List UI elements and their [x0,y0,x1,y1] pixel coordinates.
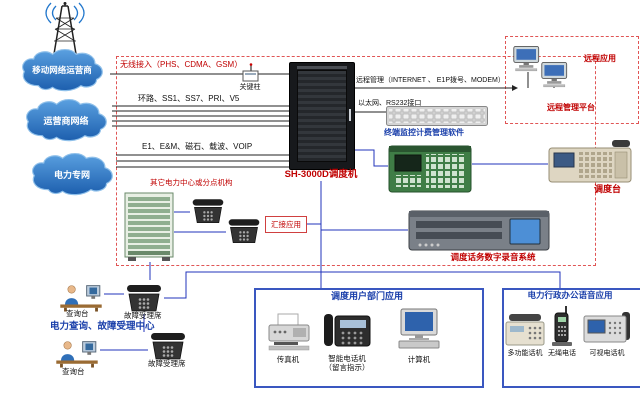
video-phone-label: 可视电话机 [589,350,625,357]
multi-phone-icon [504,312,546,348]
remote-pc-icon-2 [540,60,572,88]
fault-desk-label-1: 故障受理席 [124,311,162,320]
antenna-pole-icon [240,63,260,83]
computer-label: 计算机 [407,355,431,364]
tandem-app-label: 汇接应用 [271,220,301,229]
query-operator-icon-2 [54,336,100,368]
fault-desk-label-2: 故障受理席 [148,359,186,368]
query-desk-label-1: 查询台 [66,309,89,318]
smart-phone-icon [322,310,372,352]
voice-recorder-icon [408,208,550,252]
trunk-lines-label: 环路、SS1、SS7、PRI、V5 [138,94,240,103]
dept-box-title: 调度用户部门应用 [330,291,403,301]
tandem-app-box: 汇接应用 [265,216,307,233]
antenna-pole-label: 关键柱 [239,84,261,91]
fax-label: 传真机 [276,355,300,364]
fault-phone-icon-2 [148,330,188,362]
tandem-phone-icon-2 [226,216,262,246]
multi-phone-label: 多功能话机 [507,350,543,357]
remote-platform-label: 远程管理平台 [547,103,595,112]
remote-app-label: 远程应用 [584,54,616,63]
fault-phone-icon-1 [124,282,164,314]
power-network-label: 电力专网 [53,170,90,180]
remote-boundary [505,36,639,124]
carrier-network-label: 运营商网络 [43,116,89,126]
query-operator-icon-1 [58,280,104,312]
power-trunks-label: E1、E&M、磁石、载波、VOIP [142,142,253,151]
cordless-phone-icon [550,306,574,348]
office-box-title: 电力行政办公语音应用 [527,290,613,300]
mobile-network-label: 移动网络运营商 [32,65,92,75]
switch-label: SH-3000D调度机 [284,169,358,180]
call-center-title: 电力查询、故障受理中心 [50,321,155,332]
dispatch-switch-cabinet [289,62,355,170]
tandem-phone-icon-1 [190,196,226,226]
operator-console-icon [548,138,632,184]
dispatcher-console-label: 调度台 [594,184,622,194]
wireless-access-label: 无线接入（PHS、CDMA、GSM） [120,60,243,69]
terminal-software-label: 终端监控计费管理软件 [384,128,464,137]
cordless-phone-label: 无绳电话 [548,350,576,357]
smart-phone-sublabel: （留言指示） [324,363,370,372]
office-voice-box [502,288,640,388]
query-desk-label-2: 查询台 [62,367,85,376]
recorder-label: 调度话务数字录音系统 [450,252,536,262]
fax-icon [266,312,312,354]
video-phone-icon [582,310,632,346]
computer-icon [394,308,444,352]
dept-apps-box [254,288,484,388]
terminal-keyboard-icon [386,106,488,126]
dispatcher-console-icon [388,142,472,194]
pbx-cabinet-icon [124,192,174,262]
ethernet-label: 以太网、RS232接口 [358,100,422,107]
other-centers-label: 其它电力中心或分点机构 [150,178,233,187]
smart-phone-label: 智能电话机 [328,354,366,363]
remote-mgmt-label: 远程管理（INTERNET 、 E1P拨号、MODEM） [356,77,505,84]
